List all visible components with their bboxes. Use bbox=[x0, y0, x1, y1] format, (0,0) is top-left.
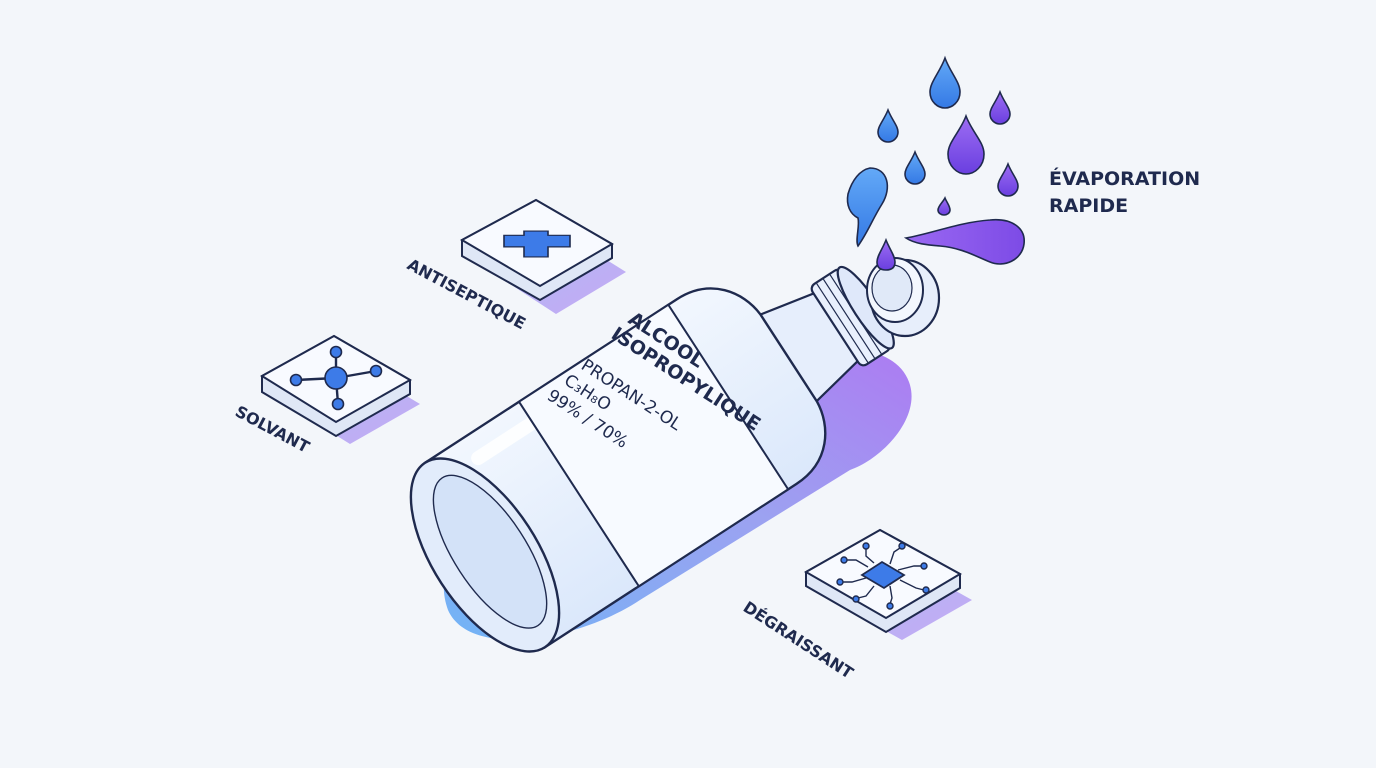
swirl-purple bbox=[903, 219, 1025, 265]
bottle-cap bbox=[866, 257, 941, 338]
drop-icon bbox=[937, 196, 951, 216]
drop-icon bbox=[989, 89, 1011, 125]
drop-icon bbox=[997, 161, 1019, 197]
degreaser-tile bbox=[803, 528, 972, 640]
drop-icon bbox=[947, 113, 985, 175]
evaporation-label-line1: ÉVAPORATION bbox=[1049, 167, 1200, 190]
evaporation-label-line2: RAPIDE bbox=[1049, 195, 1128, 217]
product-label bbox=[517, 303, 790, 588]
swirl-blue bbox=[846, 167, 889, 248]
drop-icon bbox=[877, 107, 899, 143]
molecule-icon bbox=[289, 345, 383, 411]
circuit-chip-icon bbox=[836, 542, 930, 610]
bottle-base-inner bbox=[432, 474, 548, 629]
medical-cross-icon bbox=[503, 230, 571, 258]
evaporation-drops bbox=[846, 55, 1025, 271]
degreaser-label: DÉGRAISSANT bbox=[740, 597, 857, 682]
drop-icon bbox=[904, 149, 926, 185]
drop-icon bbox=[929, 55, 961, 109]
bottle bbox=[409, 265, 895, 653]
antiseptic-tile bbox=[459, 198, 626, 314]
drop-icon bbox=[876, 237, 896, 271]
solvent-tile bbox=[260, 334, 420, 444]
bottle-finish bbox=[810, 265, 895, 367]
